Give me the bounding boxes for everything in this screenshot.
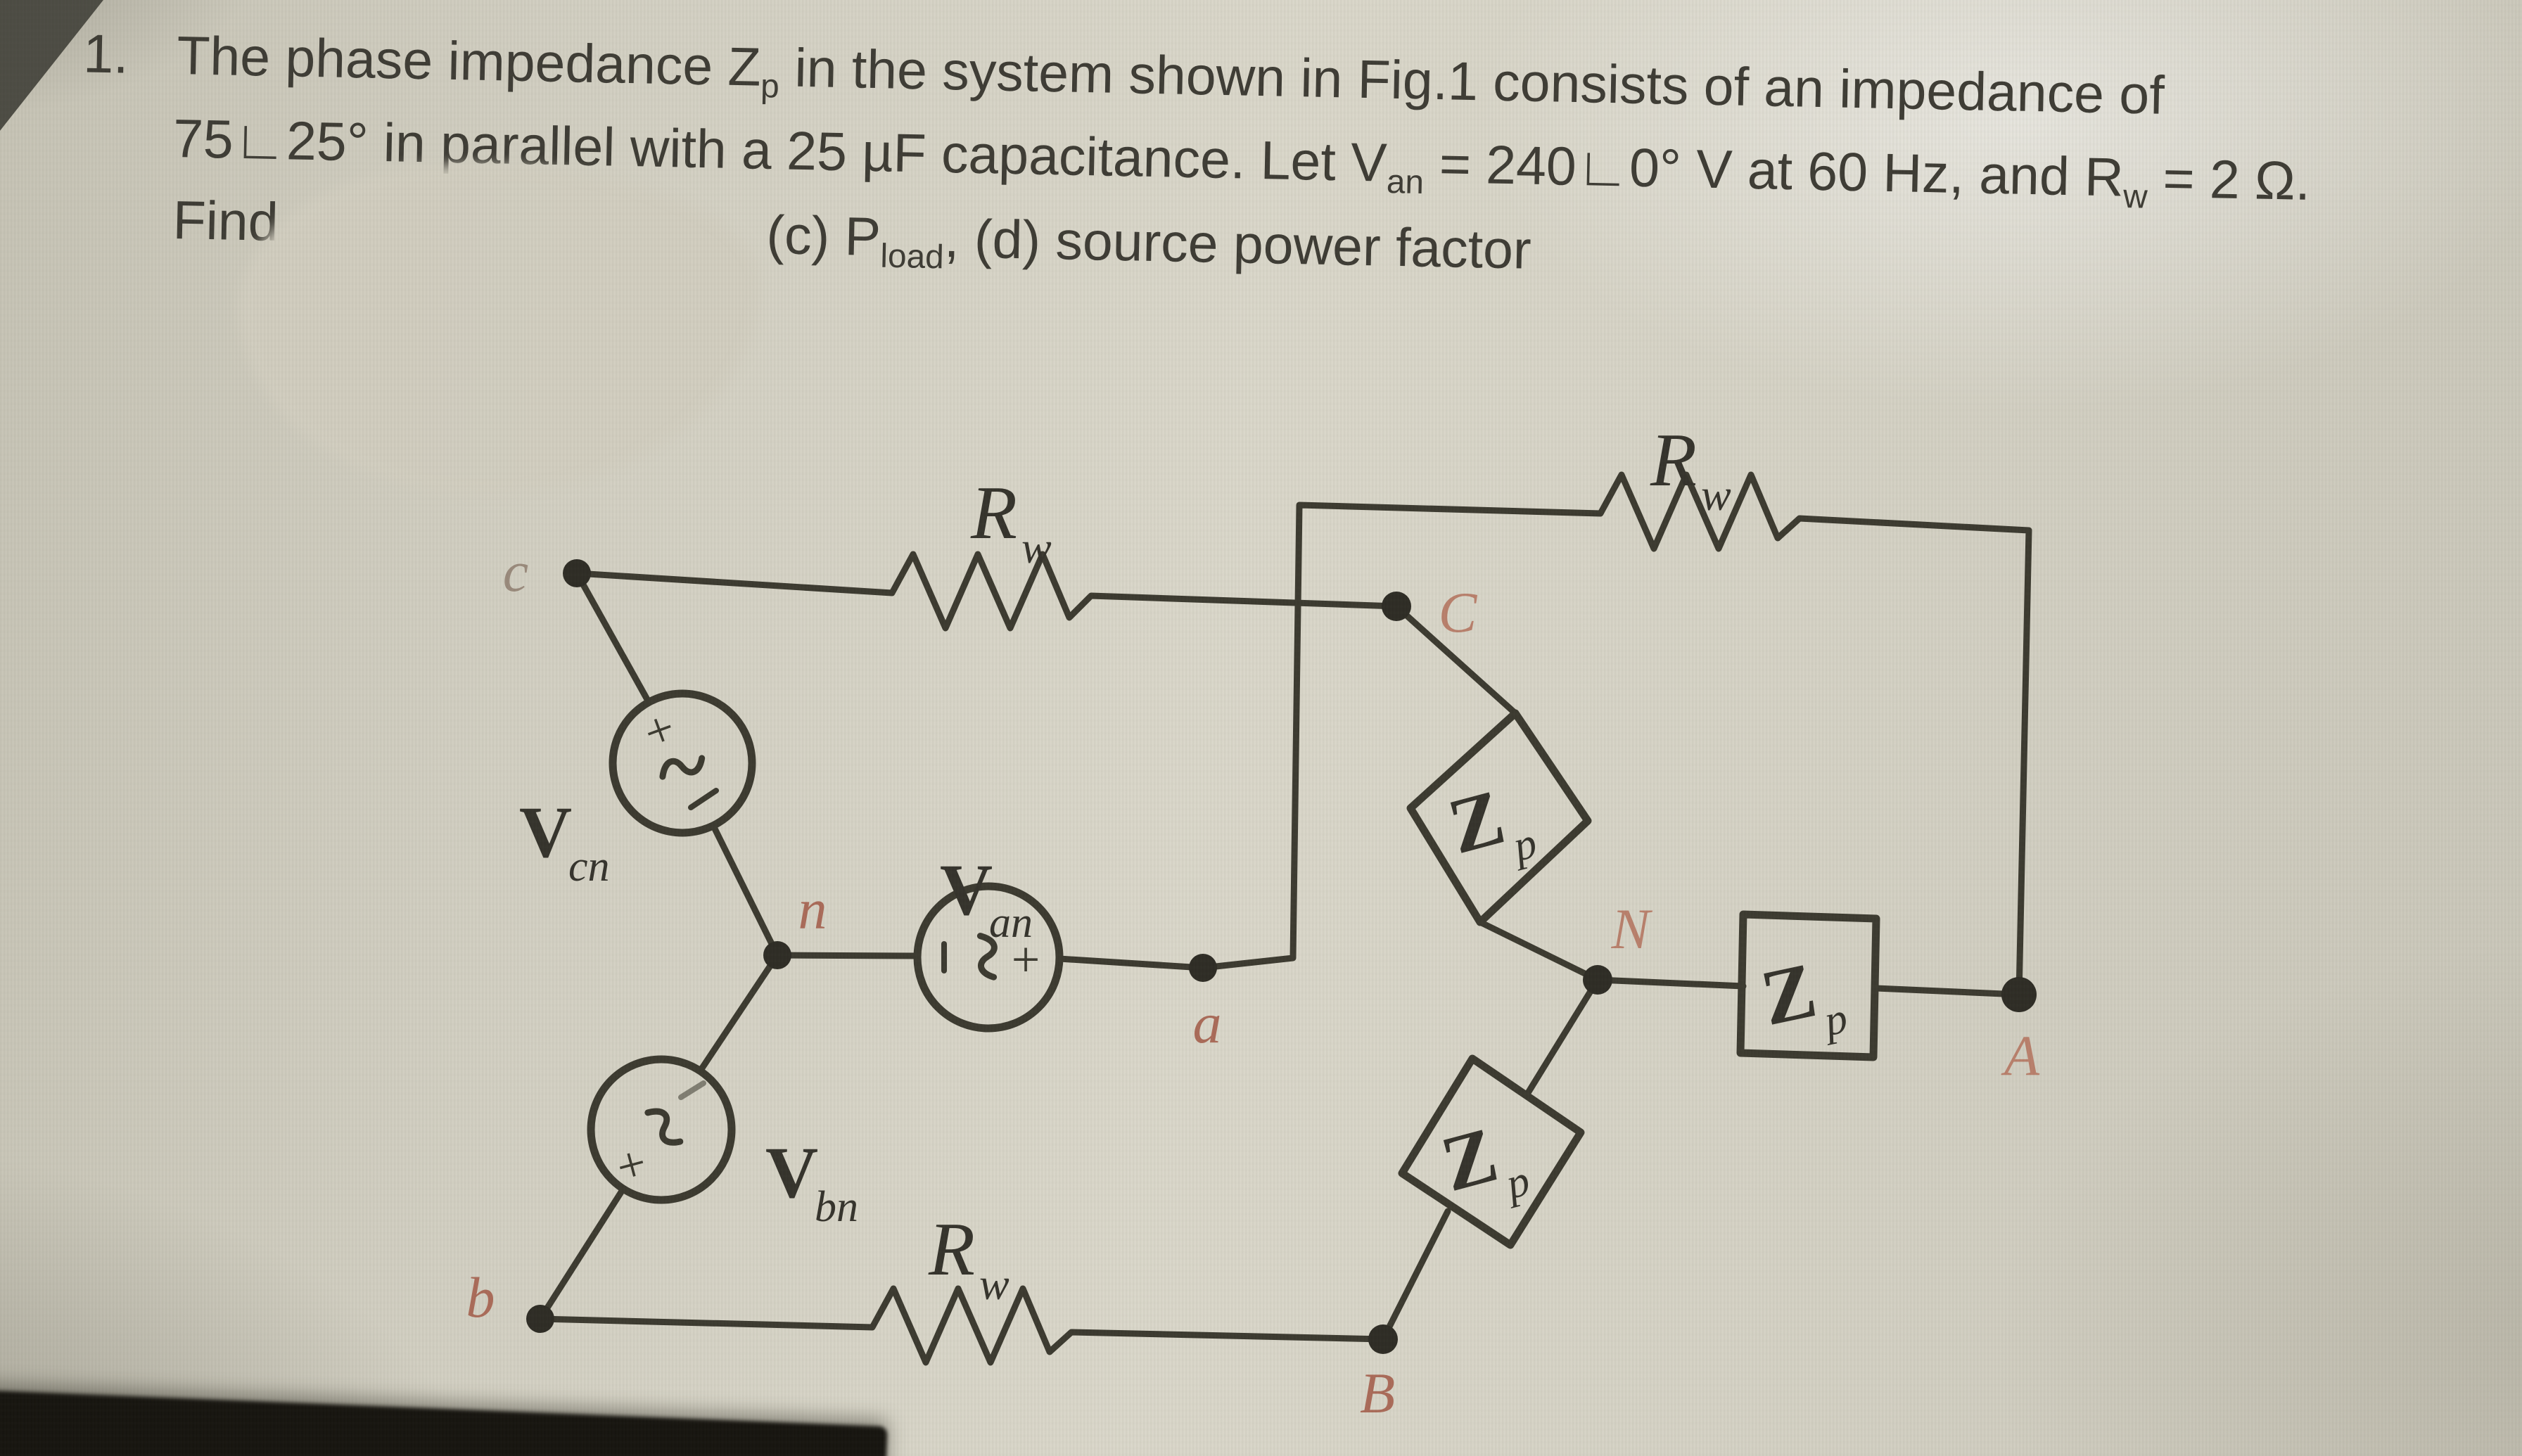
wire-c-to-C-with-resistor [573, 551, 1400, 632]
vcn-source-circle [609, 689, 756, 837]
node-C [1382, 592, 1411, 621]
vbn-minus-mark [678, 1080, 706, 1100]
zp-label-top-sub: p [1505, 819, 1541, 871]
wire-van-to-a [1056, 955, 1206, 971]
van-label-main: V [940, 850, 993, 931]
vcn-plus-mark: + [637, 699, 683, 762]
node-label-c: c [503, 539, 528, 604]
node-label-a: a [1193, 991, 1222, 1055]
vbn-label-main: V [765, 1132, 818, 1213]
wire-c-to-vcn [573, 570, 652, 705]
rw-label-right-sub: w [1701, 470, 1731, 520]
wire-n-to-van [774, 952, 921, 959]
node-n [763, 941, 791, 969]
vcn-minus-mark [688, 788, 719, 810]
node-b [526, 1305, 554, 1333]
wire-vbn-to-b [537, 1185, 627, 1322]
vbn-source-circle [587, 1055, 736, 1204]
rw-label-bottom: R [928, 1208, 975, 1291]
node-a [1189, 954, 1217, 982]
node-label-C: C [1439, 580, 1478, 644]
node-N [1583, 965, 1612, 995]
node-label-b: b [466, 1265, 495, 1329]
van-source-circle [913, 882, 1064, 1033]
zp-box-N-A [1736, 910, 1880, 1061]
zp-label-top-main: Z [1440, 773, 1513, 871]
rw-label-left: R [970, 471, 1017, 555]
node-label-N: N [1611, 897, 1653, 961]
van-plus-mark: + [1012, 931, 1040, 988]
node-label-A: A [2001, 1023, 2040, 1087]
rw-label-bottom-sub: w [979, 1259, 1010, 1309]
zp-diamond-C-N [1406, 709, 1592, 926]
wire-N-to-zp-mid [1594, 976, 1747, 990]
van-label-sub: an [989, 899, 1033, 947]
zp-label-mid-main: Z [1754, 946, 1823, 1042]
zp-label-top: Z p [1440, 773, 1542, 871]
zp-label-mid-sub: p [1818, 994, 1852, 1046]
wire-N-to-zp-bottom [1523, 976, 1601, 1099]
wire-C-to-zp-top [1393, 603, 1519, 717]
vcn-label-sub: cn [568, 843, 610, 890]
wire-n-to-vbn [696, 952, 781, 1075]
vbn-sine-icon [644, 1108, 684, 1146]
node-B [1368, 1324, 1398, 1354]
zp-label-bottom-main: Z [1433, 1111, 1506, 1208]
vbn-label-sub: bn [815, 1183, 858, 1231]
wire-zp-top-to-N [1477, 919, 1601, 983]
vcn-label-main: V [519, 792, 572, 873]
zp-diamond-N-B [1398, 1054, 1585, 1249]
vcn-sine-icon [659, 755, 706, 780]
wire-b-to-B-with-resistor [537, 1285, 1387, 1366]
rw-label-left-sub: w [1021, 523, 1052, 573]
wire-a-top-loop-to-A-with-resistor [1199, 471, 2032, 998]
wire-zp-mid-to-A [1873, 985, 2023, 998]
rw-label-right: R [1650, 419, 1697, 502]
zp-label-mid: Z p [1754, 946, 1852, 1046]
node-A [2001, 977, 2037, 1012]
van-sine-icon [976, 933, 998, 981]
node-c [563, 559, 591, 587]
node-label-B: B [1360, 1361, 1395, 1425]
zp-label-bottom-sub: p [1498, 1156, 1534, 1209]
node-label-n: n [798, 877, 827, 941]
wire-zp-bottom-to-B [1380, 1208, 1451, 1343]
wire-vcn-to-n [710, 822, 781, 959]
